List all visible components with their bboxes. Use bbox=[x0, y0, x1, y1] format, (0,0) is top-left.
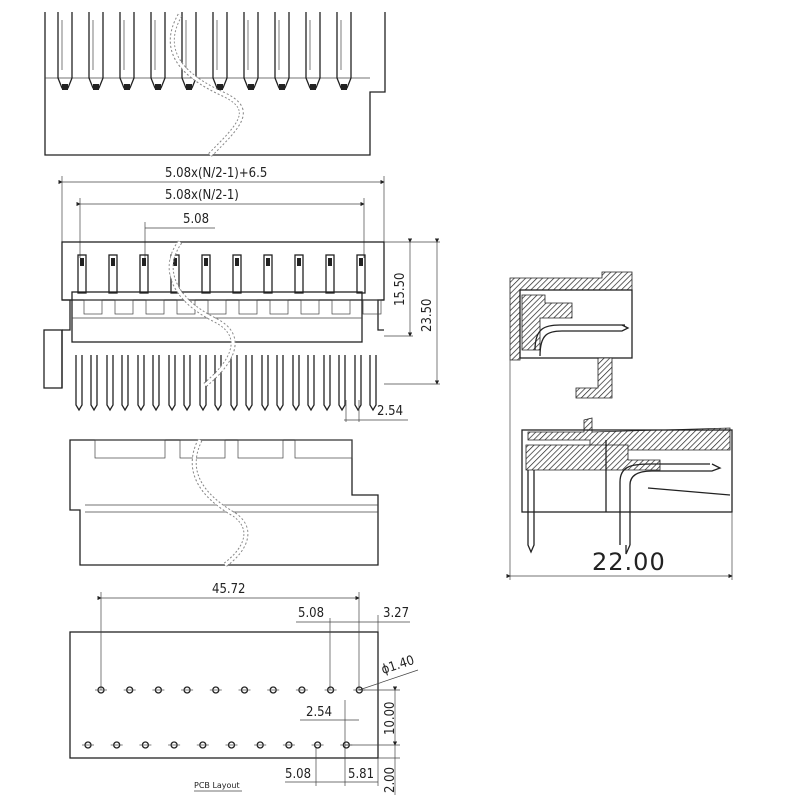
bottom-view bbox=[69, 438, 379, 567]
top-pin bbox=[57, 12, 73, 90]
front-view: 5.08x(N/2-1)+6.5 5.08x(N/2-1) 5.08 15.50… bbox=[43, 166, 440, 422]
side-view: 22.00 bbox=[506, 271, 733, 580]
top-pin bbox=[212, 12, 228, 90]
hole-diameter-label: ϕ1.40 bbox=[380, 653, 417, 678]
pin-offset-label: 2.54 bbox=[377, 404, 403, 419]
front-pin-pair bbox=[323, 254, 351, 412]
pcb-layout-title: PCB Layout bbox=[194, 781, 240, 790]
pcb-pitch-bottom-label: 5.08 bbox=[285, 767, 311, 782]
top-pin bbox=[243, 12, 259, 90]
pcb-edge-top-label: 3.27 bbox=[383, 606, 409, 621]
front-pin-pair bbox=[261, 254, 289, 412]
height-upper-label: 15.50 bbox=[393, 273, 408, 306]
edge-margin-label: 2.00 bbox=[383, 767, 398, 793]
pin-span-label: 5.08x(N/2-1) bbox=[165, 188, 239, 203]
top-view bbox=[44, 12, 386, 157]
overall-width-label: 5.08x(N/2-1)+6.5 bbox=[165, 166, 267, 181]
front-pin-pair bbox=[75, 254, 103, 412]
top-pin bbox=[119, 12, 135, 90]
top-pin bbox=[305, 12, 321, 90]
row-spacing-label: 10.00 bbox=[383, 702, 398, 735]
side-depth-label: 22.00 bbox=[592, 548, 666, 576]
height-total-label: 23.50 bbox=[420, 299, 435, 332]
pcb-span-label: 45.72 bbox=[212, 582, 245, 597]
top-pin bbox=[336, 12, 352, 90]
top-pin bbox=[150, 12, 166, 90]
front-pin-pair bbox=[199, 254, 227, 412]
top-pin bbox=[88, 12, 104, 90]
pcb-edge-bottom-label: 5.81 bbox=[348, 767, 374, 782]
pcb-pitch-top-label: 5.08 bbox=[298, 606, 324, 621]
pcb-layout: 45.72 5.08 3.27 ϕ1.40 2.54 10.00 2.00 5.… bbox=[69, 582, 419, 795]
front-pin-pair bbox=[292, 254, 320, 412]
front-pin-pair bbox=[230, 254, 258, 412]
front-pin-pair bbox=[137, 254, 165, 412]
row-offset-label: 2.54 bbox=[306, 705, 332, 720]
front-pin-pair bbox=[354, 254, 382, 412]
pitch-label: 5.08 bbox=[183, 212, 209, 227]
top-pin bbox=[274, 12, 290, 90]
front-pin-pair bbox=[106, 254, 134, 412]
